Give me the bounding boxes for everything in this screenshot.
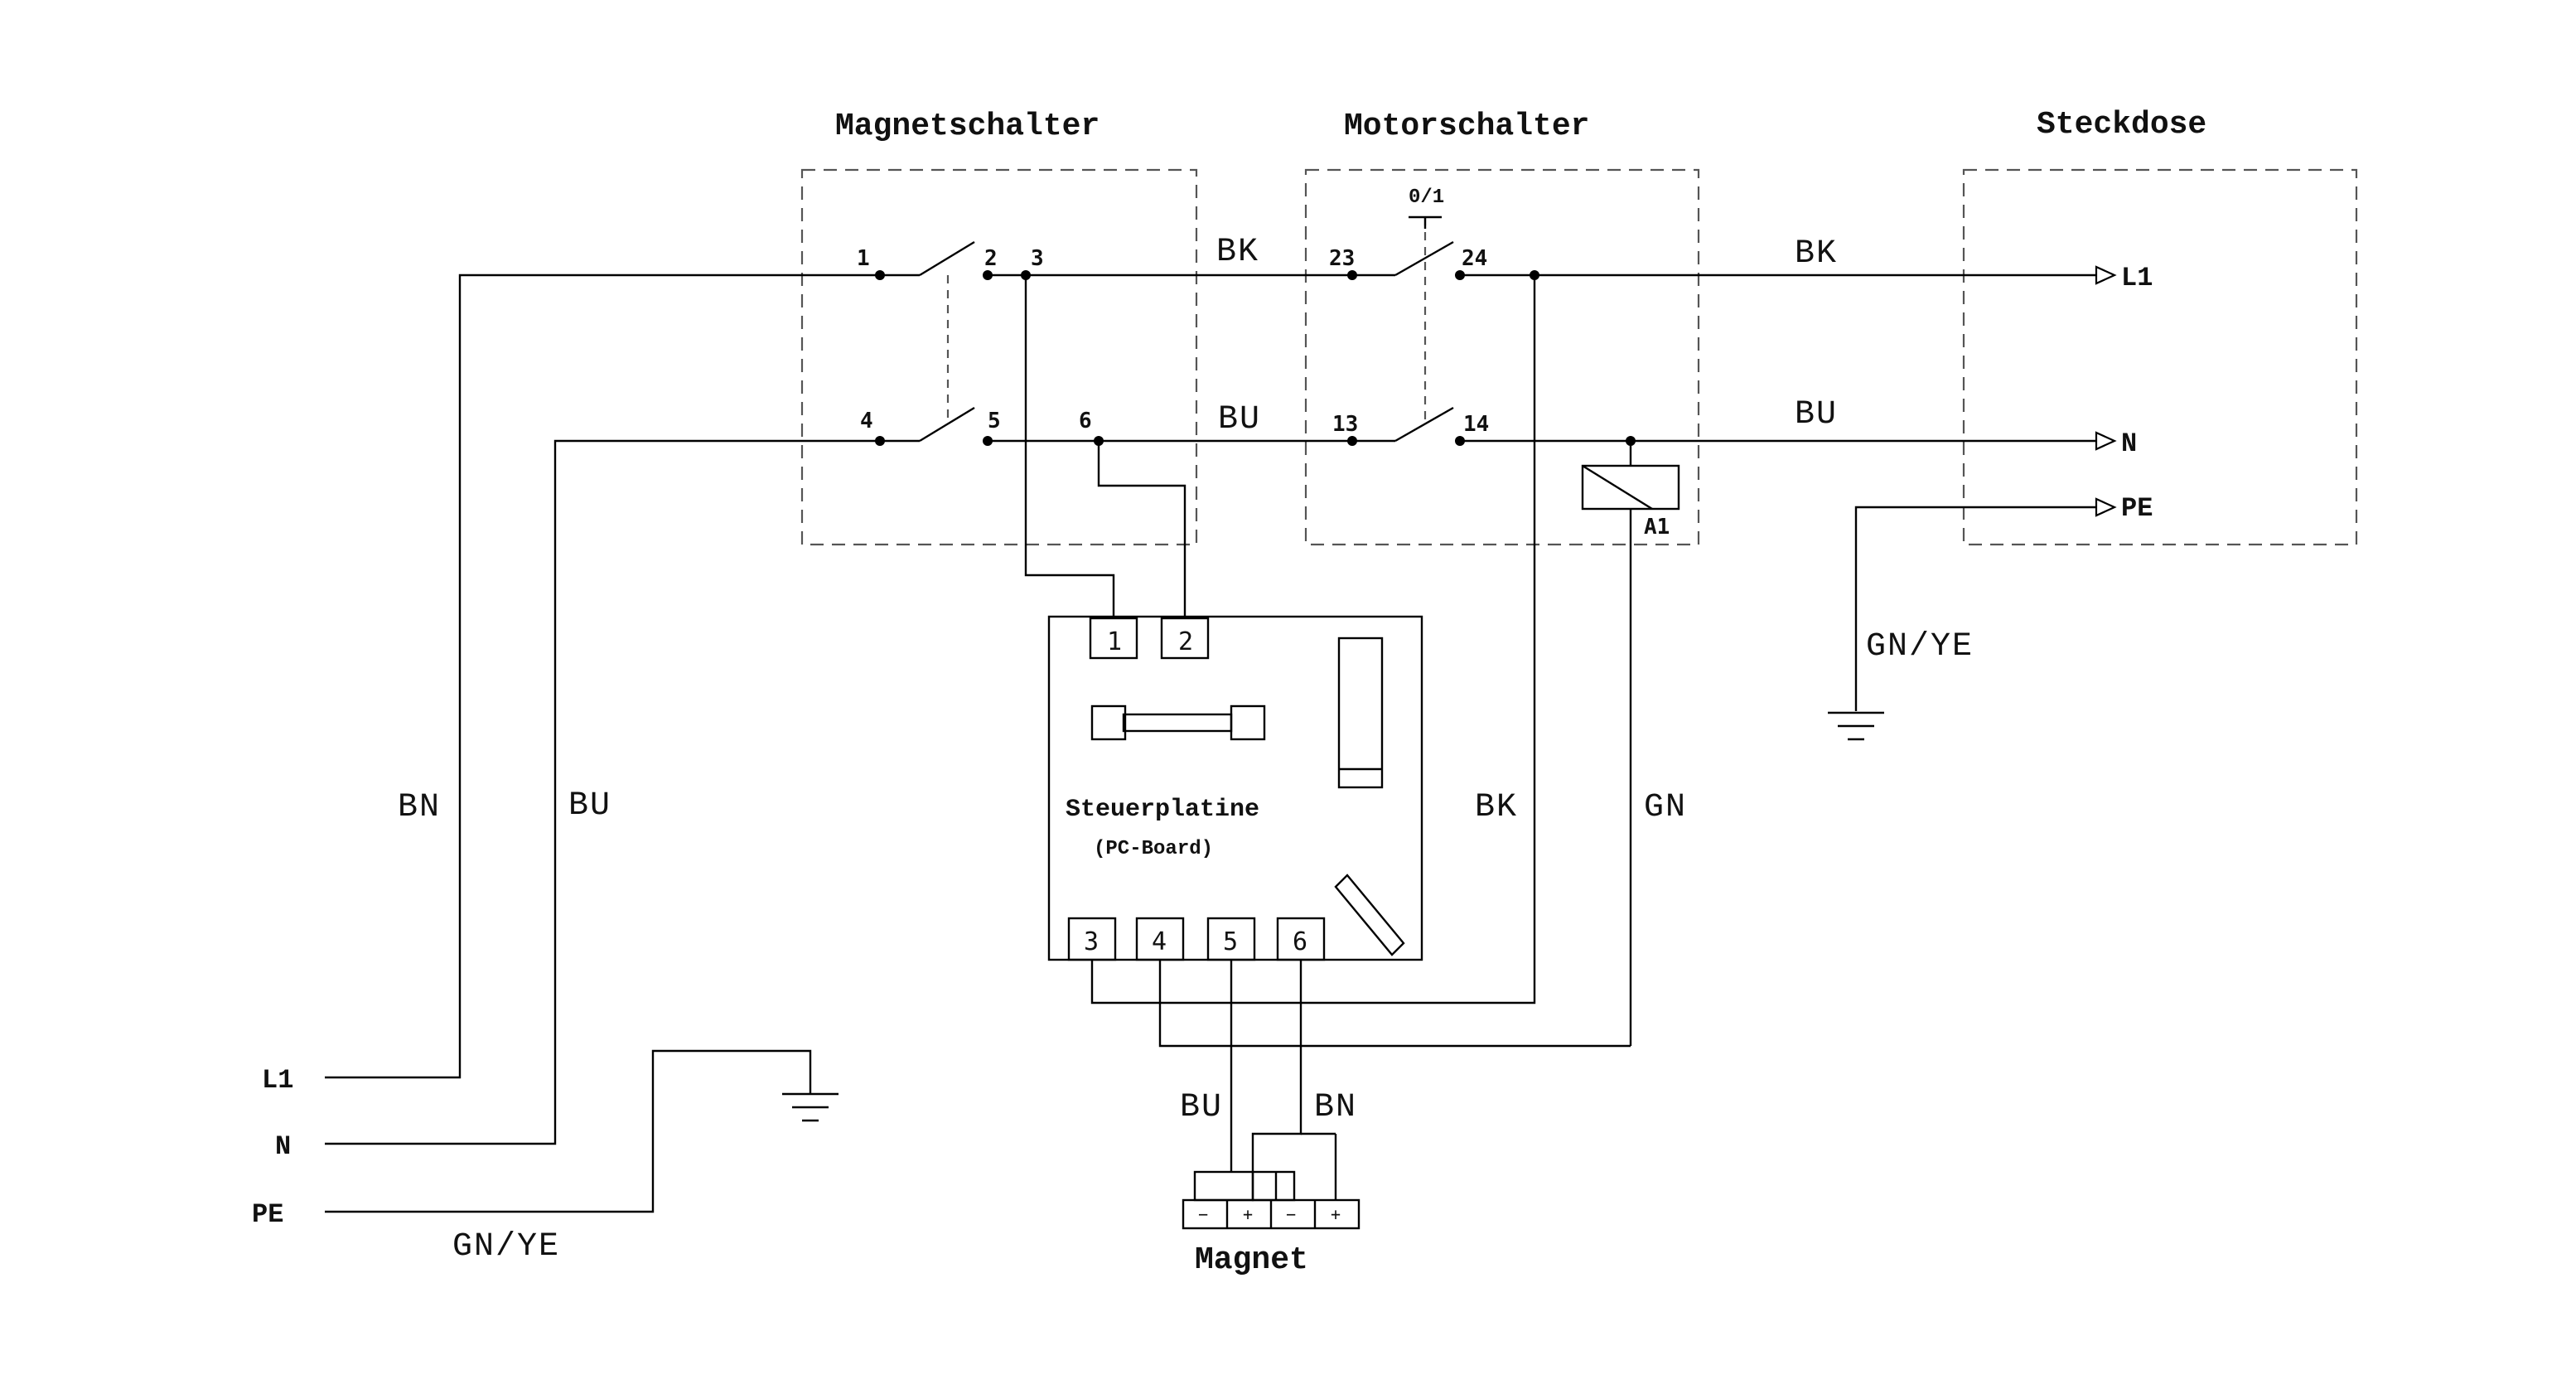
board-pin-1: 1 [1107,627,1122,656]
wire-label-bu-right: BU [1795,396,1838,433]
steckdose-title: Steckdose [2037,107,2206,143]
wire-label-gnye-outlet: GN/YE [1866,628,1974,666]
wire-label-bk-vertical: BK [1475,789,1518,826]
magnet-pole-3: − [1286,1204,1296,1224]
outlet-n-label: N [2121,428,2137,459]
wire-label-gnye-input: GN/YE [452,1228,560,1266]
terminal-14: 14 [1463,412,1489,437]
wire-label-bu-mid: BU [1218,401,1261,438]
wire-label-bu-left: BU [568,787,611,825]
main-conductors [988,274,2096,711]
steckdose-box [1962,168,2358,546]
magnetschalter-contacts [875,240,993,446]
switch-label: 0/1 [1409,186,1444,209]
wire-label-bn-magnet: BN [1314,1089,1357,1126]
board-connections [1024,275,1631,1200]
board-subtitle: (PC-Board) [1094,838,1213,860]
wire-label-bk-right: BK [1795,235,1838,273]
board-pin-5: 5 [1223,927,1238,956]
magnet-pole-1: − [1198,1204,1208,1224]
board-title: Steuerplatine [1066,796,1259,824]
terminal-3: 3 [1031,246,1044,271]
relay-coil-a1 [1581,441,1680,1046]
wire-label-bu-magnet: BU [1180,1089,1223,1126]
magnet-block [1182,1170,1360,1230]
terminal-13: 13 [1332,412,1358,437]
control-board [1047,615,1423,961]
wire-label-gn-vertical: GN [1644,789,1687,826]
magnetschalter-title: Magnetschalter [835,109,1100,144]
wire-label-bn-left: BN [398,789,441,826]
board-pin-6: 6 [1293,927,1307,956]
input-l1-label: L1 [262,1065,293,1096]
terminal-5: 5 [988,409,1001,433]
wire-label-bk-top: BK [1216,234,1259,271]
outlet-arrows [2095,265,2117,517]
magnet-pole-2: + [1243,1204,1253,1224]
terminal-1: 1 [857,246,870,271]
magnet-label: Magnet [1195,1242,1308,1278]
board-pin-2: 2 [1178,627,1193,656]
input-n-label: N [275,1131,291,1162]
motorschalter-contacts [1347,215,1465,446]
terminal-a1: A1 [1644,515,1670,540]
magnetschalter-box [800,168,1198,546]
terminal-6: 6 [1079,409,1092,433]
board-pin-3: 3 [1084,927,1099,956]
motorschalter-title: Motorschalter [1344,109,1589,144]
input-pe-label: PE [252,1199,283,1230]
input-ground-icon [782,1092,839,1122]
motorschalter-box [1304,168,1700,546]
magnet-pole-4: + [1331,1204,1341,1224]
terminal-2: 2 [984,246,998,271]
outlet-ground-icon [1828,711,1884,741]
terminal-24: 24 [1462,246,1487,271]
outlet-pe-label: PE [2121,493,2153,524]
board-pins [1067,617,1326,961]
terminal-4: 4 [860,409,873,433]
outlet-l1-label: L1 [2121,263,2153,293]
terminal-23: 23 [1329,246,1355,271]
board-pin-4: 4 [1152,927,1167,956]
input-wiring [325,274,878,1213]
